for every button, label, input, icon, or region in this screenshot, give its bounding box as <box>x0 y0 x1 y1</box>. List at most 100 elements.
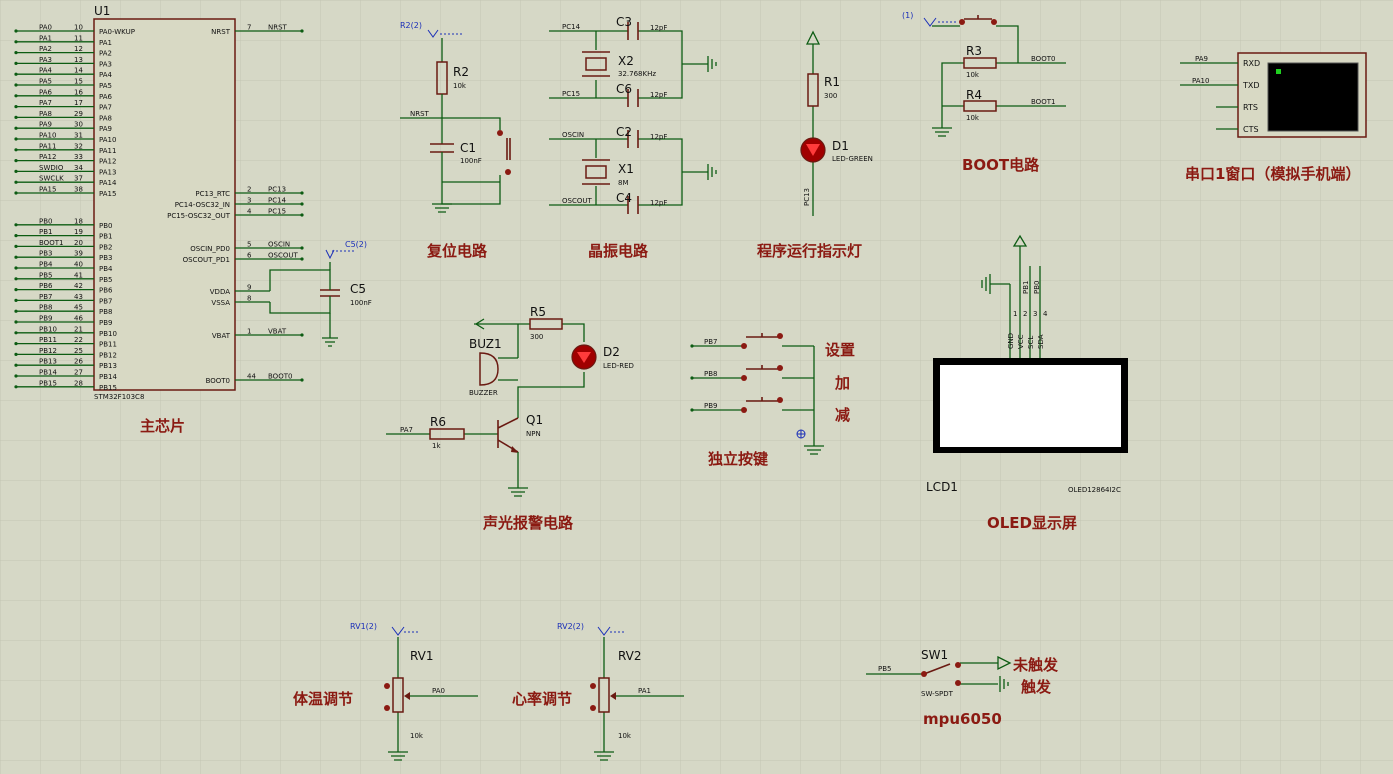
key-wire-end <box>690 376 694 380</box>
uart-net-rx: PA9 <box>1195 55 1208 63</box>
key-contact <box>777 397 783 403</box>
mcu-left-pin-number: 33 <box>74 153 83 161</box>
mcu-left-pin-end[interactable] <box>14 126 18 130</box>
oled-pin-label: SCL <box>1027 336 1035 349</box>
mcu-left-pin-name: PA7 <box>99 104 112 112</box>
mcu-left-pin-end[interactable] <box>14 180 18 184</box>
mcu-right-pin-end[interactable] <box>300 246 304 250</box>
reset-circuit[interactable]: R2(2) R2 10k NRST C1 100nF 复位电路 <box>400 21 511 260</box>
mcu-right-pin-end[interactable] <box>300 191 304 195</box>
boot-probe: (1) <box>902 11 913 20</box>
rv2-circuit[interactable]: RV2(2) RV2 10k PA1 心率调节 <box>512 622 684 761</box>
mcu-left-pin-end[interactable] <box>14 288 18 292</box>
mcu-left-pin-end[interactable] <box>14 148 18 152</box>
mcu-left-pin-name: PA4 <box>99 71 113 79</box>
sw1-circuit[interactable]: SW1 SW-SPDT PB5 未触发 触发 mpu6050 <box>866 648 1059 728</box>
mcu-ref: U1 <box>94 4 110 18</box>
mcu-left-pin-number: 13 <box>74 56 83 64</box>
alarm-circuit[interactable]: R5 300 D2 LED-RED BUZ1 BUZZER PA7 R6 1k … <box>386 305 634 532</box>
key-label-minus: 减 <box>835 406 850 424</box>
d1-ref: D1 <box>832 139 849 153</box>
mcu-left-pin-number: 46 <box>74 315 83 323</box>
mcu-left-pin-end[interactable] <box>14 223 18 227</box>
sw1-label-triggered: 触发 <box>1021 678 1052 696</box>
q1-ref: Q1 <box>526 413 543 427</box>
boot-circuit[interactable]: (1) R3 10k R4 10k BOOT0 BOOT1 BOOT电路 <box>902 11 1066 174</box>
mcu-left-pin-end[interactable] <box>14 72 18 76</box>
mcu-body[interactable] <box>93 18 236 391</box>
mcu-left-net-label: PA12 <box>39 153 56 161</box>
rv1-caption: 体温调节 <box>293 690 353 708</box>
key-plunger[interactable] <box>746 365 778 370</box>
c3-ref: C3 <box>616 15 632 29</box>
mcu-left-pin-name: PB8 <box>99 308 112 316</box>
mcu-left-pin-end[interactable] <box>14 255 18 259</box>
mcu-left-pin-end[interactable] <box>14 234 18 238</box>
mcu-left-net-label: SWCLK <box>39 175 64 183</box>
mcu-left-pin-end[interactable] <box>14 83 18 87</box>
mcu-right-pin-name: PC14-OSC32_IN <box>175 201 230 209</box>
mcu-right-pin-end[interactable] <box>300 333 304 337</box>
mcu-left-pin-end[interactable] <box>14 94 18 98</box>
mcu-left-pin-name: PA8 <box>99 114 112 122</box>
mcu-left-pin-end[interactable] <box>14 159 18 163</box>
rv1-circuit[interactable]: RV1(2) RV1 10k PA0 体温调节 <box>293 622 478 761</box>
mcu-left-pin-number: 45 <box>74 304 83 312</box>
mcu-left-pin-end[interactable] <box>14 244 18 248</box>
mcu-left-pin-number: 22 <box>74 336 83 344</box>
oled-pin-number: 2 <box>1023 310 1027 318</box>
mcu-left-net-label: PB5 <box>39 271 52 279</box>
mcu-left-pin-end[interactable] <box>14 385 18 389</box>
boot-caption: BOOT电路 <box>962 156 1040 174</box>
mcu-left-pin-end[interactable] <box>14 115 18 119</box>
mcu-left-pin-name: PA3 <box>99 60 112 68</box>
mcu-right-pin-number: 6 <box>247 252 252 260</box>
mcu-left-pin-end[interactable] <box>14 29 18 33</box>
mcu-left-net-label: SWDIO <box>39 164 64 172</box>
mcu-left-pin-end[interactable] <box>14 169 18 173</box>
mcu-left-net-label: PB8 <box>39 304 52 312</box>
uart-pin-label: TXD <box>1242 81 1260 90</box>
mcu-left-pin-end[interactable] <box>14 309 18 313</box>
key-plunger[interactable] <box>746 333 778 338</box>
mcu-right-pin-end[interactable] <box>300 257 304 261</box>
alarm-net: PA7 <box>400 426 413 434</box>
mcu-left-pin-name: PB2 <box>99 243 112 251</box>
mcu-left-pin-end[interactable] <box>14 61 18 65</box>
mcu-left-pin-name: PB15 <box>99 384 117 392</box>
mcu-left-pin-end[interactable] <box>14 51 18 55</box>
mcu-left-pin-name: PB5 <box>99 276 112 284</box>
mcu-left-pin-end[interactable] <box>14 331 18 335</box>
mcu-right-pin-end[interactable] <box>300 378 304 382</box>
mcu-left-net-label: PB7 <box>39 293 52 301</box>
mcu-left-pin-end[interactable] <box>14 374 18 378</box>
run-led-circuit[interactable]: R1 300 D1 LED-GREEN PC13 程序运行指示灯 <box>757 30 873 260</box>
mcu-left-pin-end[interactable] <box>14 277 18 281</box>
mcu-left-pin-end[interactable] <box>14 298 18 302</box>
key-plunger[interactable] <box>746 397 778 402</box>
mcu-left-pin-end[interactable] <box>14 352 18 356</box>
mcu-left-pin-end[interactable] <box>14 105 18 109</box>
mcu-left-pin-end[interactable] <box>14 342 18 346</box>
mcu-right-pin-end[interactable] <box>300 213 304 217</box>
crystal-circuit[interactable]: PC14 PC15 C3 12pF C6 12pF X2 32.768KHz O… <box>549 15 717 260</box>
mcu-right-pin-end[interactable] <box>300 29 304 33</box>
mcu-left-pin-end[interactable] <box>14 266 18 270</box>
mcu-left-pin-number: 19 <box>74 228 83 236</box>
mcu-right-pin-end[interactable] <box>300 202 304 206</box>
mcu-right-net-label: PC15 <box>268 208 286 216</box>
mcu-left-pin-end[interactable] <box>14 40 18 44</box>
mcu-left-pin-end[interactable] <box>14 320 18 324</box>
r6-ref: R6 <box>430 415 446 429</box>
crystal-net-pc14: PC14 <box>562 23 581 31</box>
mcu-left-pin-name: PB10 <box>99 330 117 338</box>
mcu-left-pin-end[interactable] <box>14 191 18 195</box>
mcu-left-pin-end[interactable] <box>14 137 18 141</box>
mcu-left-pin-end[interactable] <box>14 363 18 367</box>
